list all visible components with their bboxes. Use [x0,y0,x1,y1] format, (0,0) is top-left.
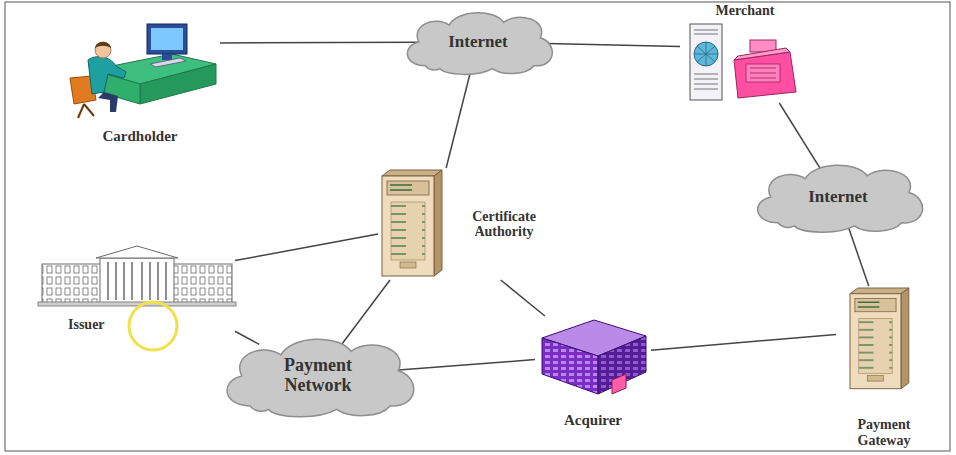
node-label: Internet [808,188,867,207]
connector-line [651,334,836,350]
actor-icon: Merchant [680,3,810,103]
connector-line [235,331,259,344]
node-label: Acquirer [564,412,622,429]
connector-line [342,280,390,344]
connector-line [501,280,545,316]
connector-line [847,224,868,286]
node-label: Certificate Authority [448,209,560,240]
node-label: Issuer [68,317,105,332]
bank-node: Acquirer [535,316,651,428]
connector-line [446,67,471,168]
network-cloud: Internet [747,159,929,235]
server-icon [382,170,442,276]
server-node: Payment Gateway [836,286,932,450]
server-icon [850,288,909,389]
bank-node: Issuer [40,250,235,332]
connector-line [392,360,535,371]
connector-line [536,43,680,46]
cardholder-icon [70,24,216,118]
network-cloud: Payment Network [215,332,421,420]
node-label: Payment Gateway [838,417,930,448]
node-label: Payment Network [253,356,383,396]
node-label: Internet [448,33,507,52]
merchant-icon [690,24,796,100]
actor-icon: Cardholder [60,18,220,144]
frame [5,2,950,451]
bank-building [38,246,236,306]
node-label: Merchant [716,3,775,18]
connector-line [779,103,821,170]
highlight-ring [129,302,177,350]
acquirer-building [542,320,646,394]
network-cloud: Internet [398,7,558,77]
server-node: Certificate Authority [378,168,578,280]
connector-line [220,41,420,43]
node-label: Cardholder [103,128,178,145]
connector-line [235,234,378,261]
